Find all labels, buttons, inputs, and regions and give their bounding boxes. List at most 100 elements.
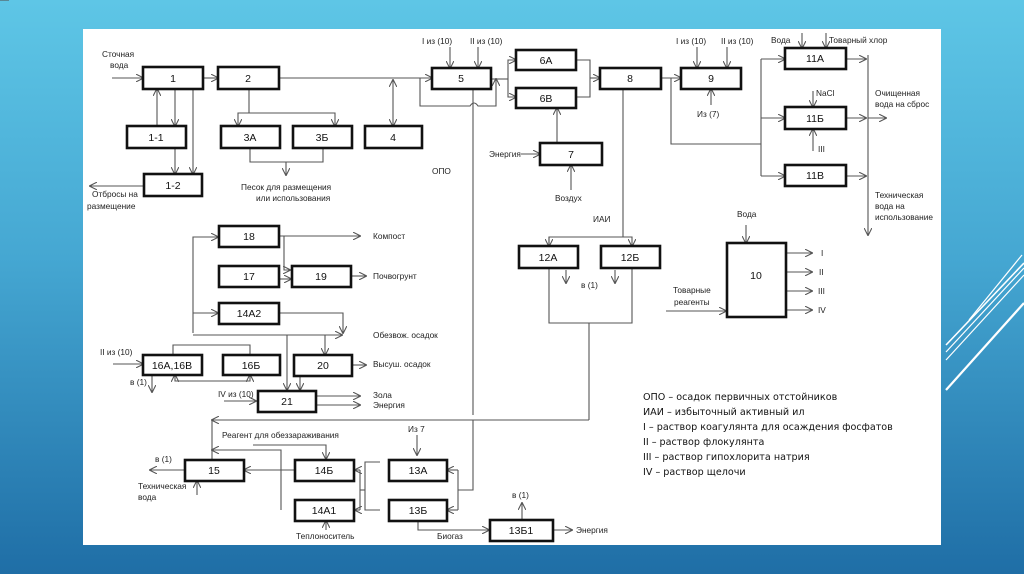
svg-text:15: 15 <box>208 465 220 477</box>
label-out-iii: III <box>818 286 825 296</box>
block-8: 8 <box>598 66 663 91</box>
svg-text:17: 17 <box>243 271 255 283</box>
label-chlorine: Товарный хлор <box>829 35 888 45</box>
label-ii-from-10-b: II из (10) <box>721 36 754 46</box>
block-2: 2 <box>216 65 281 91</box>
block-6v: 6В <box>514 86 578 110</box>
block-11a: 11А <box>783 46 848 71</box>
label-dewatered: Обезвож. осадок <box>373 330 438 340</box>
block-12b: 12Б <box>599 244 662 270</box>
block-1-1: 1-1 <box>125 124 188 150</box>
label-compost: Компост <box>373 231 405 241</box>
label-energy-7: Энергия <box>489 149 521 159</box>
legend-item: ОПО – осадок первичных отстойников <box>643 392 838 403</box>
block-11b: 11Б <box>783 105 848 131</box>
svg-text:16А,16В: 16А,16В <box>152 360 192 372</box>
label-iii-11: III <box>818 144 825 154</box>
label-heat-carrier: Теплоноситель <box>296 531 354 541</box>
block-13b1: 13Б1 <box>488 518 555 543</box>
svg-text:9: 9 <box>708 73 714 85</box>
block-14a1: 14А1 <box>293 498 356 523</box>
svg-text:1-2: 1-2 <box>165 180 180 192</box>
svg-text:6В: 6В <box>540 93 553 105</box>
label-iai: ИАИ <box>593 214 610 224</box>
label-i-from-10-b: I из (10) <box>676 36 706 46</box>
block-16b: 16Б <box>221 353 282 377</box>
svg-text:3Б: 3Б <box>316 132 329 144</box>
block-21: 21 <box>256 389 318 414</box>
svg-text:6А: 6А <box>540 55 553 67</box>
svg-text:2: 2 <box>245 73 251 85</box>
label-clean-water-2: вода на сброс <box>875 99 929 109</box>
deco-line <box>945 274 1024 361</box>
svg-text:4: 4 <box>390 132 396 144</box>
block-14b: 14Б <box>293 458 356 483</box>
svg-text:14Б: 14Б <box>315 465 334 477</box>
label-tech-water-15: Техническая <box>138 481 186 491</box>
label-soil: Почвогрунт <box>373 271 417 281</box>
block-20: 20 <box>292 353 354 378</box>
block-4: 4 <box>363 124 424 150</box>
block-13b: 13Б <box>387 498 449 523</box>
label-sand: Песок для размещения <box>241 182 331 192</box>
label-wastewater: Сточная <box>102 49 134 59</box>
label-wastewater-2: вода <box>110 60 129 70</box>
label-from-7-b: Из 7 <box>408 424 425 434</box>
label-water-11: Вода <box>771 35 791 45</box>
label-tech-water-3: использование <box>875 212 933 222</box>
label-ii-from-10-c: II из (10) <box>100 347 133 357</box>
svg-text:8: 8 <box>627 73 633 85</box>
svg-text:7: 7 <box>568 149 574 161</box>
legend: ОПО – осадок первичных отстойников ИАИ –… <box>643 392 893 478</box>
block-7: 7 <box>538 141 604 167</box>
svg-text:12А: 12А <box>539 252 558 264</box>
label-air: Воздух <box>555 193 583 203</box>
svg-text:20: 20 <box>317 360 329 372</box>
block-3a: 3А <box>219 124 282 150</box>
label-nacl: NaCl <box>816 88 835 98</box>
svg-text:11Б: 11Б <box>806 113 824 125</box>
slide-decoration <box>945 254 1024 391</box>
block-17: 17 <box>217 264 281 289</box>
block-10: 10 <box>725 241 788 319</box>
svg-text:13Б: 13Б <box>409 505 428 517</box>
legend-item: II – раствор флокулянта <box>643 437 764 448</box>
svg-text:21: 21 <box>281 396 293 408</box>
svg-text:11В: 11В <box>806 170 824 182</box>
svg-text:5: 5 <box>458 73 464 85</box>
block-11v: 11В <box>783 163 848 188</box>
flow-labels: Сточная вода Отбросы на размещение Песок… <box>87 35 933 541</box>
label-disinfect: Реагент для обеззараживания <box>222 430 339 440</box>
block-1-2: 1-2 <box>142 172 204 198</box>
label-out-iv: IV <box>818 305 826 315</box>
block-15: 15 <box>183 458 246 483</box>
svg-text:1: 1 <box>170 73 176 85</box>
legend-item: III – раствор гипохлорита натрия <box>643 452 810 463</box>
block-12a: 12А <box>517 244 580 270</box>
label-ii-from-10: II из (10) <box>470 36 503 46</box>
svg-text:14А2: 14А2 <box>237 308 262 320</box>
legend-item: ИАИ – избыточный активный ил <box>643 407 805 418</box>
svg-text:13А: 13А <box>409 465 428 477</box>
label-out-ii: II <box>819 267 824 277</box>
block-6a: 6А <box>514 48 578 72</box>
label-reagents: Товарные <box>673 285 711 295</box>
label-biogas: Биогаз <box>437 531 463 541</box>
block-19: 19 <box>290 264 353 289</box>
label-energy-21: Энергия <box>373 400 405 410</box>
label-opo: ОПО <box>432 166 451 176</box>
block-9: 9 <box>679 66 743 91</box>
svg-text:19: 19 <box>315 271 327 283</box>
svg-text:13Б1: 13Б1 <box>509 525 534 537</box>
label-energy-13: Энергия <box>576 525 608 535</box>
block-5: 5 <box>430 66 493 91</box>
label-i-from-10: I из (10) <box>422 36 452 46</box>
label-ash: Зола <box>373 390 392 400</box>
block-13a: 13А <box>387 458 449 483</box>
block-18: 18 <box>217 224 281 249</box>
label-to-1-16: в (1) <box>130 377 147 387</box>
label-sand-2: или использования <box>256 193 330 203</box>
label-out-i: I <box>821 248 823 258</box>
svg-text:3А: 3А <box>244 132 257 144</box>
